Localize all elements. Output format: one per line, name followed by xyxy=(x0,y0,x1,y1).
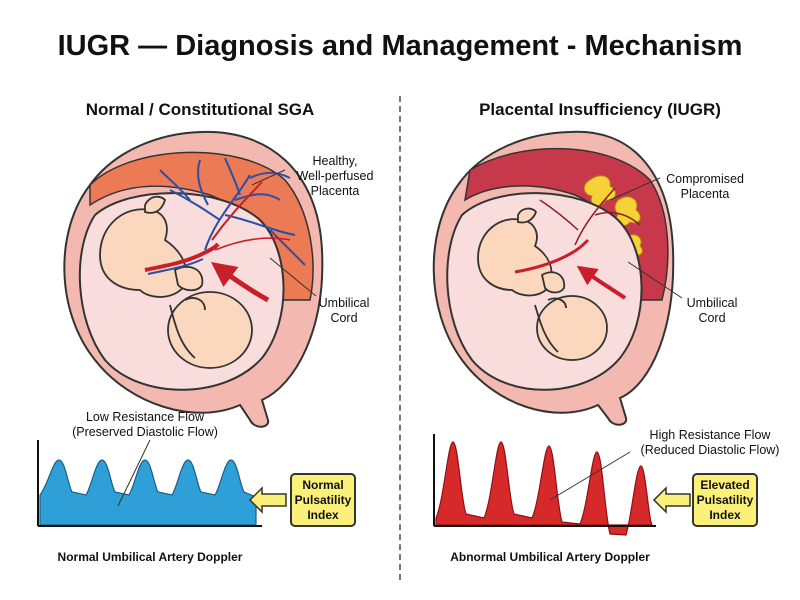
right-panel-title: Placental Insufficiency (IUGR) xyxy=(479,100,721,119)
right-doppler-caption: Abnormal Umbilical Artery Doppler xyxy=(450,550,650,564)
left-badge-arrow xyxy=(248,486,287,514)
left-flow-label: Low Resistance Flow (Preserved Diastolic… xyxy=(72,410,218,439)
left-doppler-caption: Normal Umbilical Artery Doppler xyxy=(57,550,243,564)
right-placenta-vessels xyxy=(539,187,641,246)
right-fetus xyxy=(477,207,608,361)
left-placenta-vessels xyxy=(159,157,306,266)
right-placenta-label: Compromised Placenta xyxy=(666,172,744,201)
left-doppler-panel xyxy=(37,439,287,527)
right-umbilical-cord xyxy=(514,238,590,274)
normal-pi-badge: Normal Pulsatility Index xyxy=(290,473,356,527)
left-fetus xyxy=(99,195,253,369)
left-uterus-diagram xyxy=(63,130,324,428)
right-cord-label: Umbilical Cord xyxy=(686,296,738,325)
right-badge-arrow xyxy=(652,486,691,514)
right-doppler-waveform xyxy=(435,441,653,536)
right-doppler-panel xyxy=(433,434,691,536)
left-flow-arrow xyxy=(210,262,270,303)
left-panel-title: Normal / Constitutional SGA xyxy=(85,100,315,119)
left-doppler-waveform xyxy=(39,459,257,526)
right-uterus-diagram xyxy=(432,130,683,426)
right-flow-arrow xyxy=(576,265,627,300)
page-title: IUGR — Diagnosis and Management - Mechan… xyxy=(57,30,743,62)
left-umbilical-cord xyxy=(144,242,220,272)
left-placenta-label: Healthy, Well-perfused Placenta xyxy=(296,154,374,198)
right-placenta xyxy=(463,147,669,301)
left-placenta xyxy=(89,151,314,301)
left-cord-label: Umbilical Cord xyxy=(318,296,370,325)
elevated-pi-badge: Elevated Pulsatility Index xyxy=(692,473,758,527)
right-flow-label: High Resistance Flow (Reduced Diastolic … xyxy=(640,428,780,457)
panel-divider xyxy=(399,96,401,580)
